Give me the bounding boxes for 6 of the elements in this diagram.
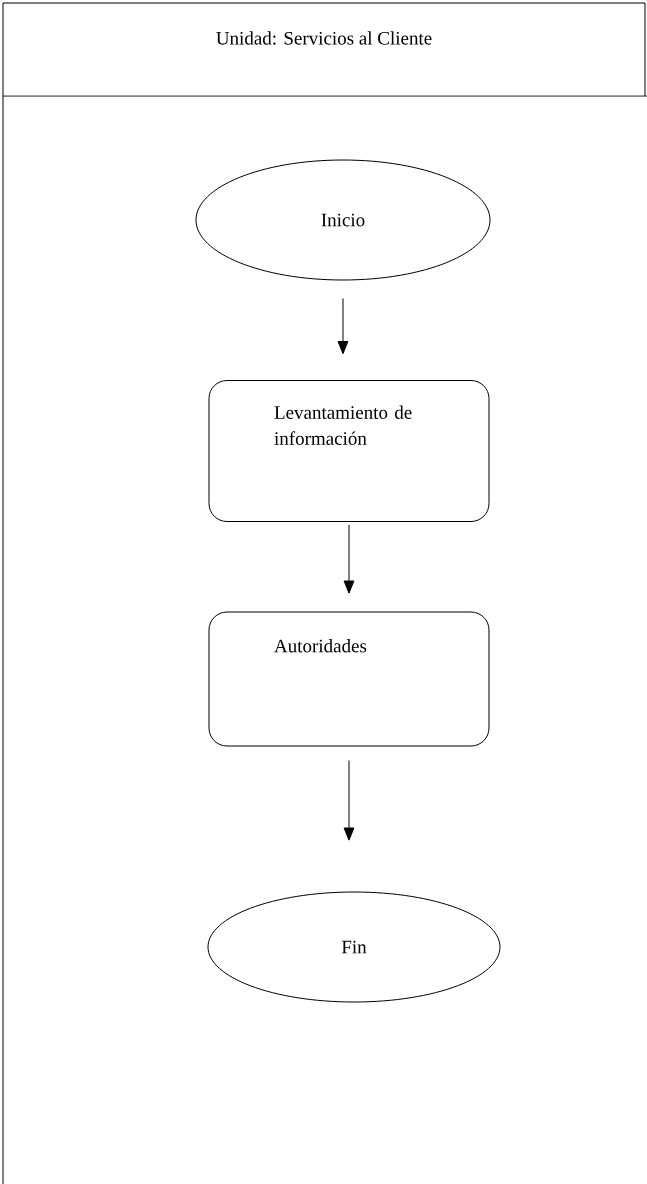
arrow: [343, 760, 355, 841]
process-box: Levantamiento de información: [208, 380, 490, 522]
process-box: Autoridades: [208, 611, 490, 747]
arrow: [337, 298, 349, 355]
arrow: [343, 524, 355, 594]
header-text: Unidad: Servicios al Cliente: [216, 31, 432, 45]
